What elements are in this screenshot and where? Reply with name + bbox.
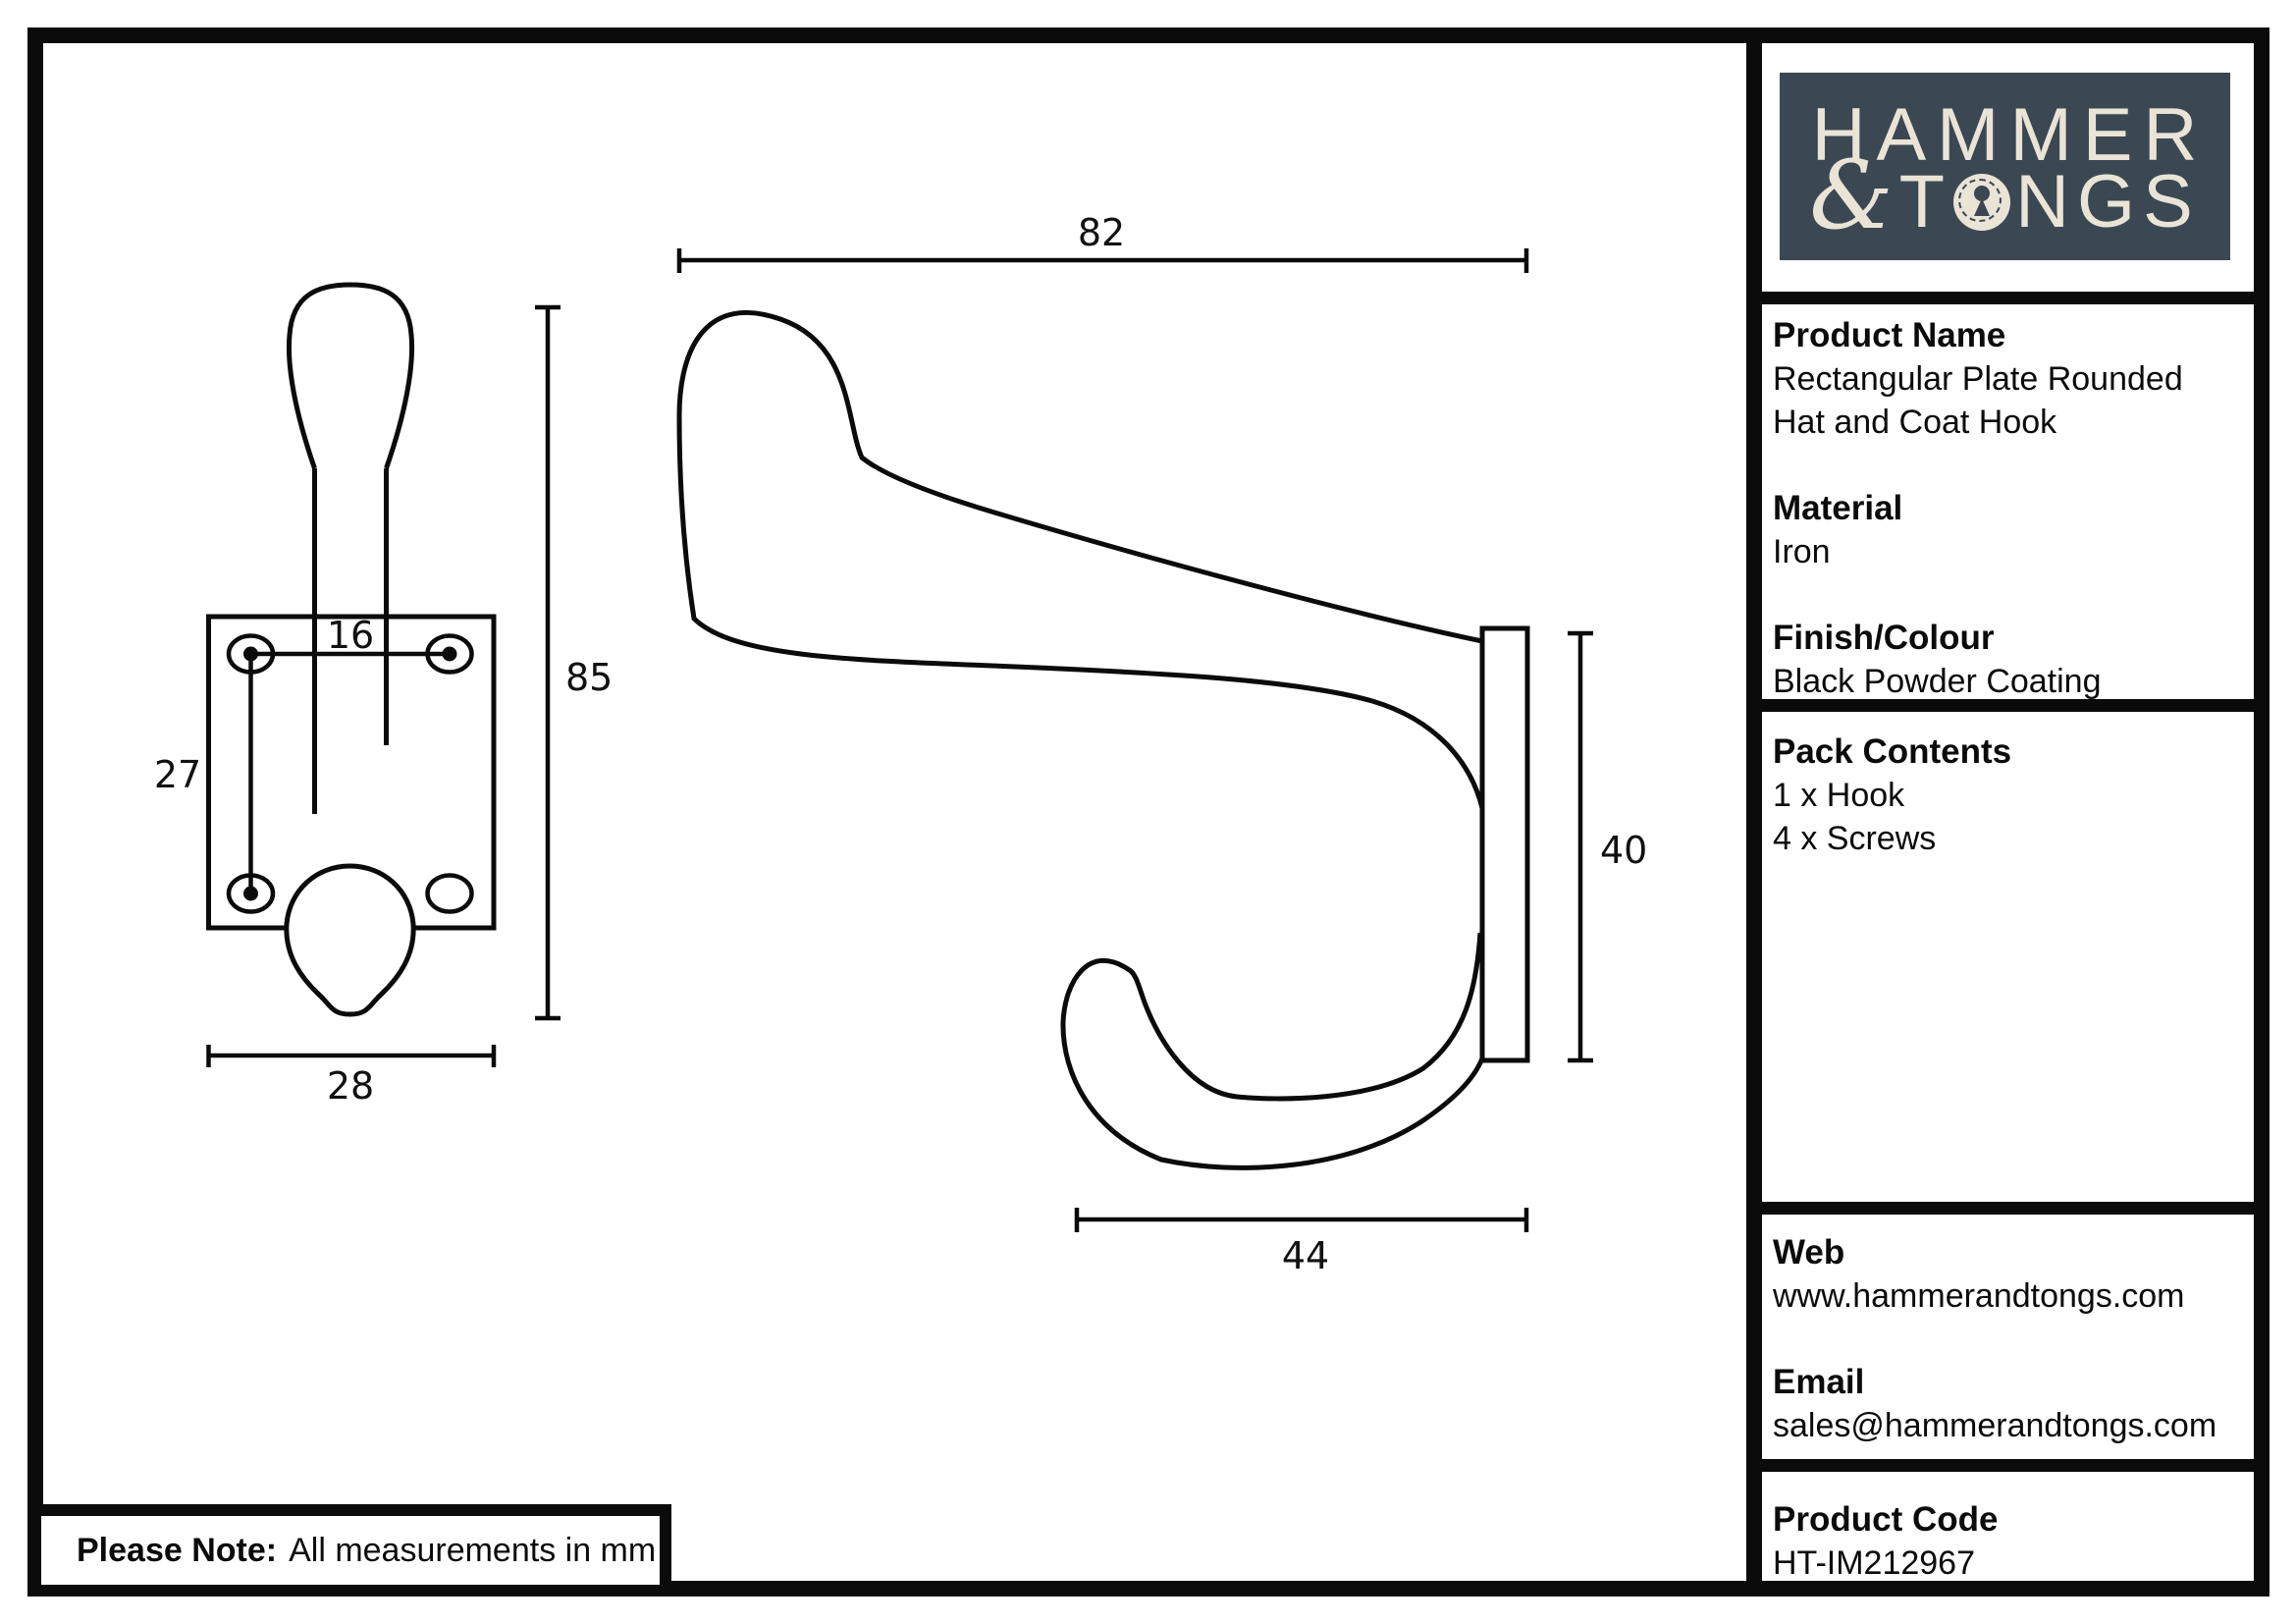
web-value: www.hammerandtongs.com xyxy=(1773,1277,2185,1315)
dim-label-40: 40 xyxy=(1600,829,1647,872)
email-field: Email sales@hammerandtongs.com xyxy=(1773,1361,2259,1447)
pack-contents-section: Pack Contents 1 x Hook 4 x Screws xyxy=(1773,731,2259,860)
product-name-value-line2: Hat and Coat Hook xyxy=(1773,404,2057,441)
web-field: Web www.hammerandtongs.com xyxy=(1773,1231,2259,1318)
sidebar-rule-1 xyxy=(1746,292,2269,304)
logo-ampersand: & xyxy=(1809,139,1894,250)
dim-82: 82 xyxy=(676,211,1529,273)
material-value: Iron xyxy=(1773,533,1831,570)
material-field: Material Iron xyxy=(1773,487,2259,573)
side-view: 82 40 44 xyxy=(676,211,1647,1277)
web-label: Web xyxy=(1773,1233,1845,1272)
pack-contents-label: Pack Contents xyxy=(1773,732,2012,771)
logo-letter-t: T xyxy=(1898,159,1953,244)
side-plate xyxy=(1479,625,1530,1063)
sidebar-divider xyxy=(1746,27,1762,1597)
dim-28: 28 xyxy=(206,1045,497,1108)
dim-40: 40 xyxy=(1568,630,1647,1063)
pack-item-screws: 4 x Screws xyxy=(1773,820,1937,857)
finish-value: Black Powder Coating xyxy=(1773,663,2102,700)
product-code-label: Product Code xyxy=(1773,1500,1999,1539)
side-upper-arm xyxy=(676,310,1485,809)
logo-letters-ngs: NGS xyxy=(2015,159,2201,244)
product-info-section: Product Name Rectangular Plate Rounded H… xyxy=(1773,314,2259,703)
material-label: Material xyxy=(1773,489,1903,527)
product-code-section: Product Code HT-IM212967 xyxy=(1773,1498,2259,1585)
keyhole-icon xyxy=(1953,173,2011,231)
email-value: sales@hammerandtongs.com xyxy=(1773,1407,2217,1444)
dim-label-28: 28 xyxy=(327,1064,374,1108)
dim-44: 44 xyxy=(1074,1208,1529,1277)
product-name-value-line1: Rectangular Plate Rounded xyxy=(1773,360,2183,398)
front-view: 16 27 85 28 xyxy=(154,282,613,1108)
dim-label-16: 16 xyxy=(327,614,374,657)
side-lower-hook xyxy=(1060,932,1485,1170)
dim-label-27: 27 xyxy=(154,753,201,796)
screw-hole-bottom-right xyxy=(425,873,474,914)
product-code-field: Product Code HT-IM212967 xyxy=(1773,1498,2259,1585)
note-text: All measurements in mm xyxy=(289,1531,657,1569)
sidebar-rule-3 xyxy=(1746,1202,2269,1215)
sidebar-rule-4 xyxy=(1746,1459,2269,1472)
front-hook-tip xyxy=(284,863,416,1017)
product-name-label: Product Name xyxy=(1773,316,2006,354)
product-name-field: Product Name Rectangular Plate Rounded H… xyxy=(1773,314,2259,444)
sidebar-rule-2 xyxy=(1746,699,2269,712)
logo-word-hammer: HAMMER xyxy=(1811,92,2209,177)
dim-85: 85 xyxy=(535,304,613,1021)
product-code-value: HT-IM212967 xyxy=(1773,1544,1975,1582)
pack-item-hook: 1 x Hook xyxy=(1773,777,1905,814)
finish-field: Finish/Colour Black Powder Coating xyxy=(1773,617,2259,703)
note-label: Please Note: xyxy=(77,1531,278,1569)
front-top-knob xyxy=(286,282,415,469)
brand-logo: HAMMER & T NGS xyxy=(1780,73,2230,260)
dim-label-44: 44 xyxy=(1282,1234,1329,1277)
pack-contents-field: Pack Contents 1 x Hook 4 x Screws xyxy=(1773,731,2259,860)
contact-section: Web www.hammerandtongs.com Email sales@h… xyxy=(1773,1231,2259,1447)
measurements-note: Please Note: All measurements in mm xyxy=(29,1504,671,1597)
logo-word-tongs: & T NGS xyxy=(1809,148,2201,244)
finish-label: Finish/Colour xyxy=(1773,619,1995,657)
email-label: Email xyxy=(1773,1363,1865,1401)
dim-label-82: 82 xyxy=(1078,211,1125,254)
dim-label-85: 85 xyxy=(565,656,613,699)
